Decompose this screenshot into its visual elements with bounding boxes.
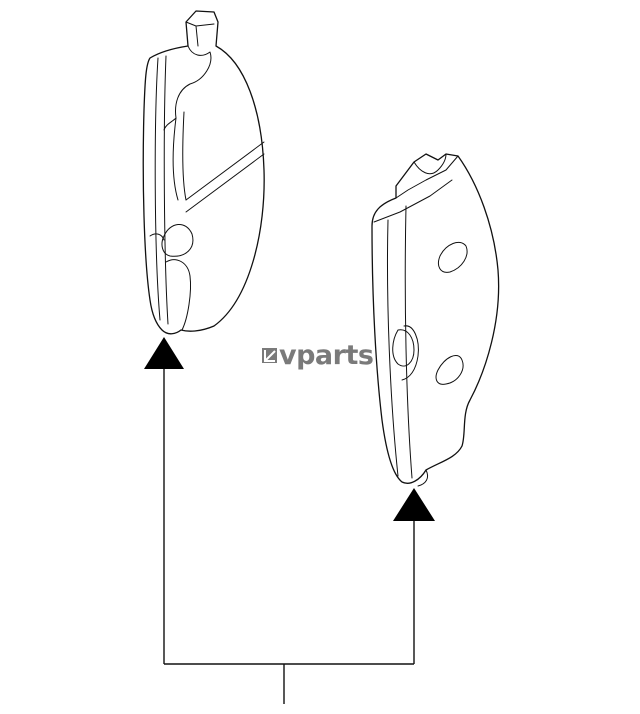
leader-lines	[163, 368, 415, 704]
brake-pad-left	[142, 10, 265, 335]
arrow-up-left-icon	[144, 337, 184, 369]
watermark: vparts	[262, 340, 374, 371]
arrow-up-right-icon	[393, 488, 435, 521]
watermark-text: vparts	[279, 340, 373, 371]
vparts-logo-icon	[262, 348, 277, 363]
brake-pad-right	[371, 153, 500, 487]
